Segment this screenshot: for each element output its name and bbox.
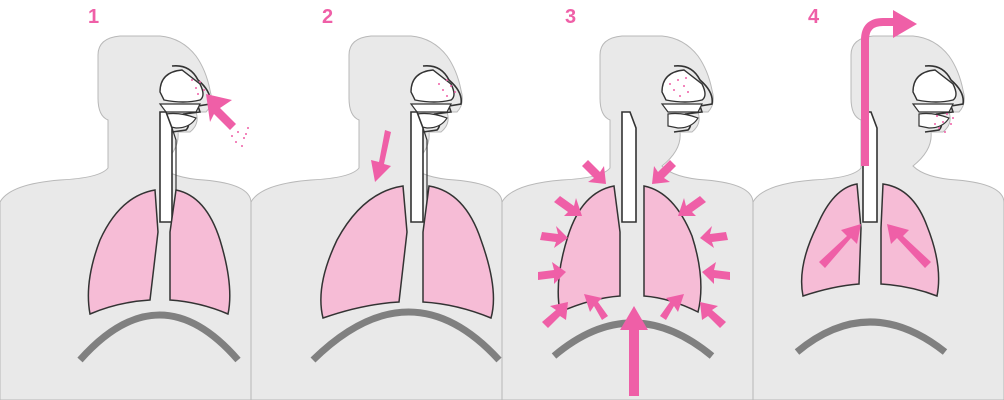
palate [411,104,451,112]
step-4-panel: 4 [753,0,1004,400]
palate [913,104,953,112]
palate [662,104,702,112]
step-3-illustration [502,0,753,400]
trachea [411,112,423,222]
trachea [160,112,172,222]
inhale-arrow-icon [206,94,236,130]
trachea [622,112,636,222]
step-3-panel: 3 [502,0,753,400]
exhale-arrow-head-icon [893,10,917,38]
step-2-illustration [251,0,502,400]
step-4-illustration [753,0,1004,400]
step-2-panel: 2 [251,0,502,400]
step-1-illustration [0,0,251,400]
step-1-panel: 1 [0,0,251,400]
body-silhouette [753,36,1004,400]
palate [160,104,200,112]
